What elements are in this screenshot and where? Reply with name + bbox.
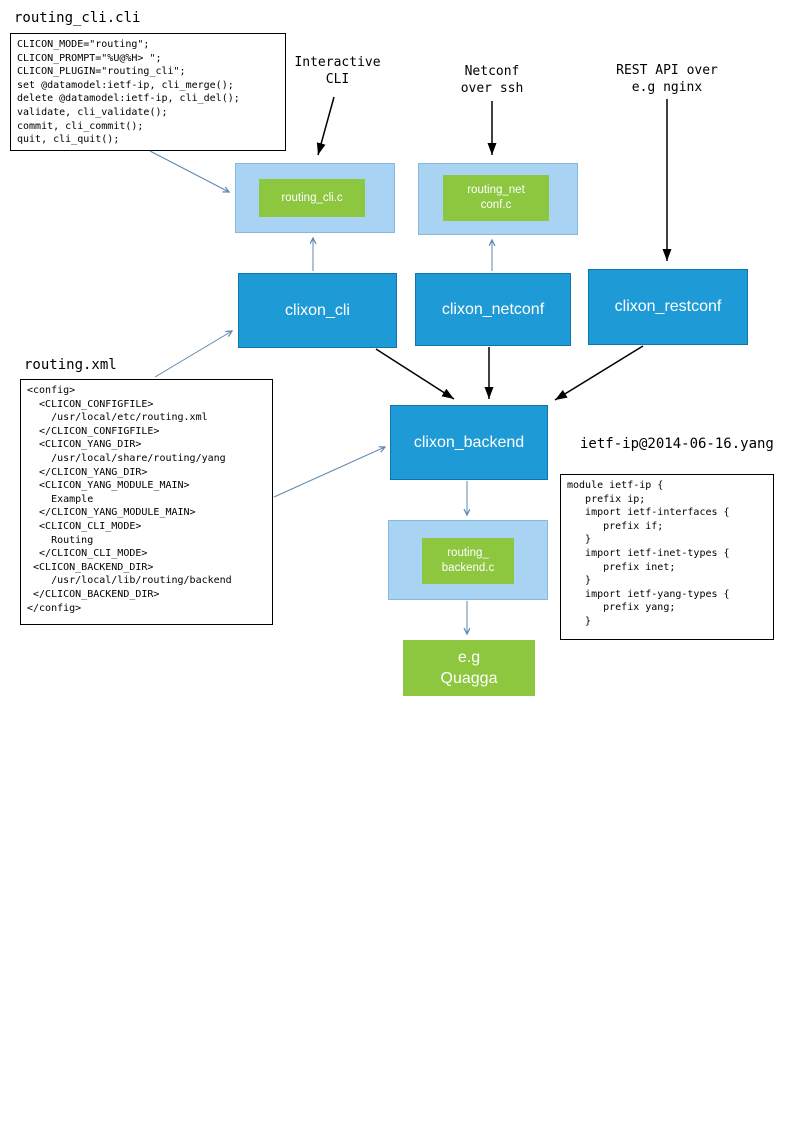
routing-cli-file-title: routing_cli.cli [14, 10, 141, 26]
clixon-netconf-box: clixon_netconf [415, 273, 571, 346]
clixon-restconf-box: clixon_restconf [588, 269, 748, 345]
ietf-yang-file-title: ietf-ip@2014-06-16.yang [580, 436, 774, 452]
routing-netconf-plugin-container: routing_net conf.c [418, 163, 578, 235]
routing-cli-plugin-container: routing_cli.c [235, 163, 395, 233]
clixon-cli-box: clixon_cli [238, 273, 397, 348]
rest-api-label: REST API over e.g nginx [616, 63, 718, 95]
ietf-yang-code-box: module ietf-ip { prefix ip; import ietf-… [560, 474, 774, 640]
routing-xml-file-title: routing.xml [24, 357, 117, 373]
routing-cli-code-box: CLICON_MODE="routing"; CLICON_PROMPT="%U… [10, 33, 286, 151]
arrow-interactive-cli-to-plugin [316, 96, 335, 156]
arrow-cli-to-backend [375, 348, 455, 400]
netconf-over-ssh-label: Netconf over ssh [460, 64, 524, 96]
routing-cli-c-box: routing_cli.c [259, 179, 365, 217]
routing-xml-code-box: <config> <CLICON_CONFIGFILE> /usr/local/… [20, 379, 273, 625]
arrow-xml-to-clixoncli [154, 331, 232, 378]
routing-backend-plugin-container: routing_ backend.c [388, 520, 548, 600]
arrow-xml-to-backend [273, 447, 385, 498]
routing-backend-c-box: routing_ backend.c [422, 538, 514, 584]
arrow-clifile-to-cli-plugin [149, 150, 229, 192]
interactive-cli-label: Interactive CLI [294, 55, 381, 87]
arrow-restconf-to-backend [554, 345, 644, 401]
quagga-box: e.g Quagga [403, 640, 535, 696]
clixon-backend-box: clixon_backend [390, 405, 548, 480]
routing-netconf-c-box: routing_net conf.c [443, 175, 549, 221]
